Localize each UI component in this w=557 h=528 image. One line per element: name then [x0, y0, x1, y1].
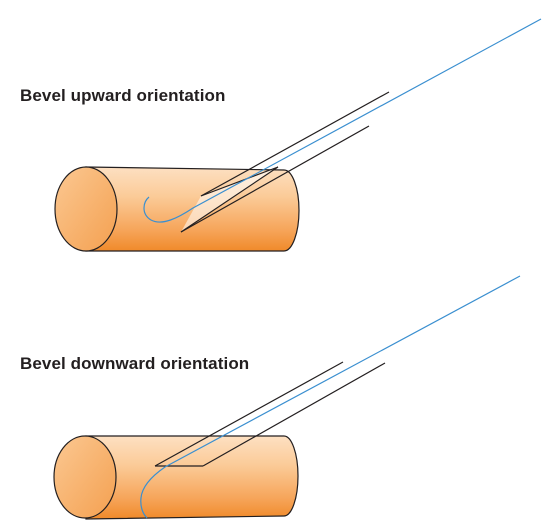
needle-bottom-bevel-down [154, 361, 386, 467]
bevel-downward-label: Bevel downward orientation [20, 354, 250, 373]
vessel-top [54, 166, 300, 252]
needle-top-lower-line [180, 125, 370, 233]
guidewire-top [143, 18, 542, 223]
bevel-upward-label: Bevel upward orientation [20, 86, 226, 105]
vessel-bottom-body [85, 435, 299, 520]
needle-top-bevel-up [180, 91, 390, 233]
needle-top-bevel-edge [180, 166, 279, 233]
guidewire-bottom [140, 275, 521, 519]
vessel-bottom-end [53, 435, 117, 519]
vessel-bottom [53, 435, 299, 520]
needle-bottom-lower-line [202, 362, 386, 467]
needle-bottom-upper-line [154, 361, 344, 467]
vessel-top-end [54, 166, 118, 252]
needle-top-upper-line [200, 91, 390, 197]
